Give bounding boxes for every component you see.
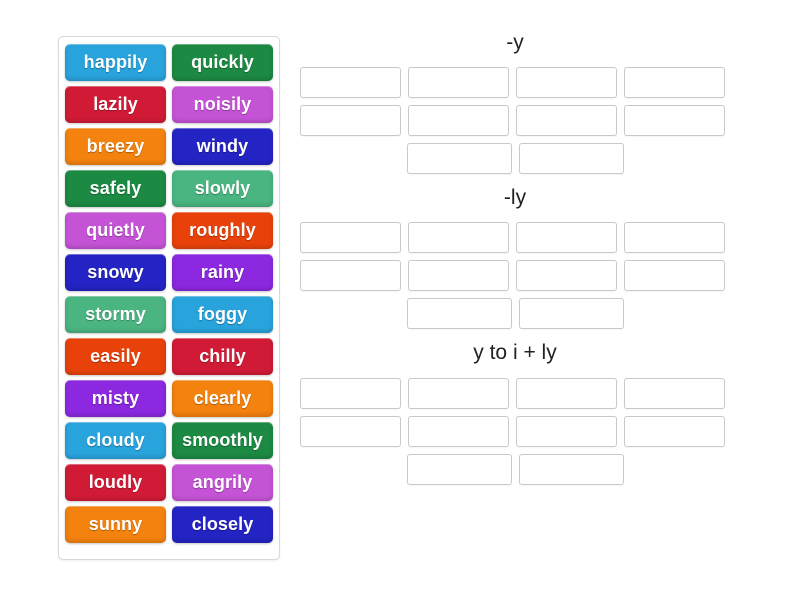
drop-slot[interactable]: [624, 222, 725, 254]
word-tile[interactable]: stormy: [65, 296, 166, 333]
category-title: -y: [506, 31, 524, 54]
drop-slot[interactable]: [516, 105, 617, 137]
drop-slot[interactable]: [516, 260, 617, 292]
drop-slot[interactable]: [516, 67, 617, 99]
word-tile[interactable]: windy: [172, 128, 273, 165]
word-tile[interactable]: angrily: [172, 464, 273, 501]
slot-row: [300, 105, 760, 137]
drop-slot[interactable]: [518, 298, 624, 330]
drop-slot[interactable]: [300, 260, 401, 292]
word-tile[interactable]: noisily: [172, 86, 273, 123]
word-tile[interactable]: happily: [65, 44, 166, 81]
slot-row: [300, 143, 730, 175]
word-tile[interactable]: rainy: [172, 254, 273, 291]
drop-slot[interactable]: [516, 415, 617, 447]
word-tile[interactable]: misty: [65, 380, 166, 417]
word-tile[interactable]: roughly: [172, 212, 273, 249]
word-tile[interactable]: quickly: [172, 44, 273, 81]
word-tile[interactable]: foggy: [172, 296, 273, 333]
drop-slot[interactable]: [624, 377, 725, 409]
drop-slot[interactable]: [406, 143, 512, 175]
category-groups: -y -ly y to i + ly: [300, 30, 760, 496]
drop-slot[interactable]: [516, 222, 617, 254]
drop-slot[interactable]: [408, 222, 509, 254]
slot-row: [300, 415, 760, 447]
drop-slot[interactable]: [406, 453, 512, 485]
drop-slot[interactable]: [408, 377, 509, 409]
category-group: -y: [300, 30, 760, 175]
drop-slot[interactable]: [518, 453, 624, 485]
word-tile[interactable]: lazily: [65, 86, 166, 123]
drop-slot[interactable]: [408, 415, 509, 447]
drop-slot[interactable]: [408, 105, 509, 137]
drop-slot[interactable]: [300, 105, 401, 137]
word-tile[interactable]: closely: [172, 506, 273, 543]
word-tile[interactable]: easily: [65, 338, 166, 375]
drop-slot[interactable]: [406, 298, 512, 330]
slot-row: [300, 298, 730, 330]
drop-slot[interactable]: [516, 377, 617, 409]
word-tile[interactable]: slowly: [172, 170, 273, 207]
word-tile[interactable]: clearly: [172, 380, 273, 417]
drop-slot[interactable]: [300, 222, 401, 254]
drop-slot[interactable]: [624, 105, 725, 137]
category-title: y to i + ly: [473, 341, 557, 365]
word-tile[interactable]: cloudy: [65, 422, 166, 459]
category-group: y to i + ly: [300, 340, 760, 485]
drop-slot[interactable]: [518, 143, 624, 175]
drop-slot[interactable]: [624, 415, 725, 447]
word-tile[interactable]: breezy: [65, 128, 166, 165]
drop-slot[interactable]: [300, 67, 401, 99]
slot-row: [300, 377, 760, 409]
word-tile[interactable]: sunny: [65, 506, 166, 543]
category-title: -ly: [503, 186, 527, 210]
word-tile[interactable]: snowy: [65, 254, 166, 291]
slot-row: [300, 222, 760, 254]
word-tile[interactable]: smoothly: [172, 422, 273, 459]
slot-row: [300, 67, 760, 99]
drop-slot[interactable]: [408, 260, 509, 292]
word-tile[interactable]: loudly: [65, 464, 166, 501]
drop-slot[interactable]: [300, 415, 401, 447]
slot-row: [300, 453, 730, 485]
word-tile[interactable]: quietly: [65, 212, 166, 249]
slot-row: [300, 260, 760, 292]
drop-slot[interactable]: [300, 377, 401, 409]
category-group: -ly: [300, 185, 760, 330]
word-tile[interactable]: chilly: [172, 338, 273, 375]
drop-slot[interactable]: [624, 67, 725, 99]
drop-slot[interactable]: [408, 67, 509, 99]
drop-slot[interactable]: [624, 260, 725, 292]
word-tile[interactable]: safely: [65, 170, 166, 207]
